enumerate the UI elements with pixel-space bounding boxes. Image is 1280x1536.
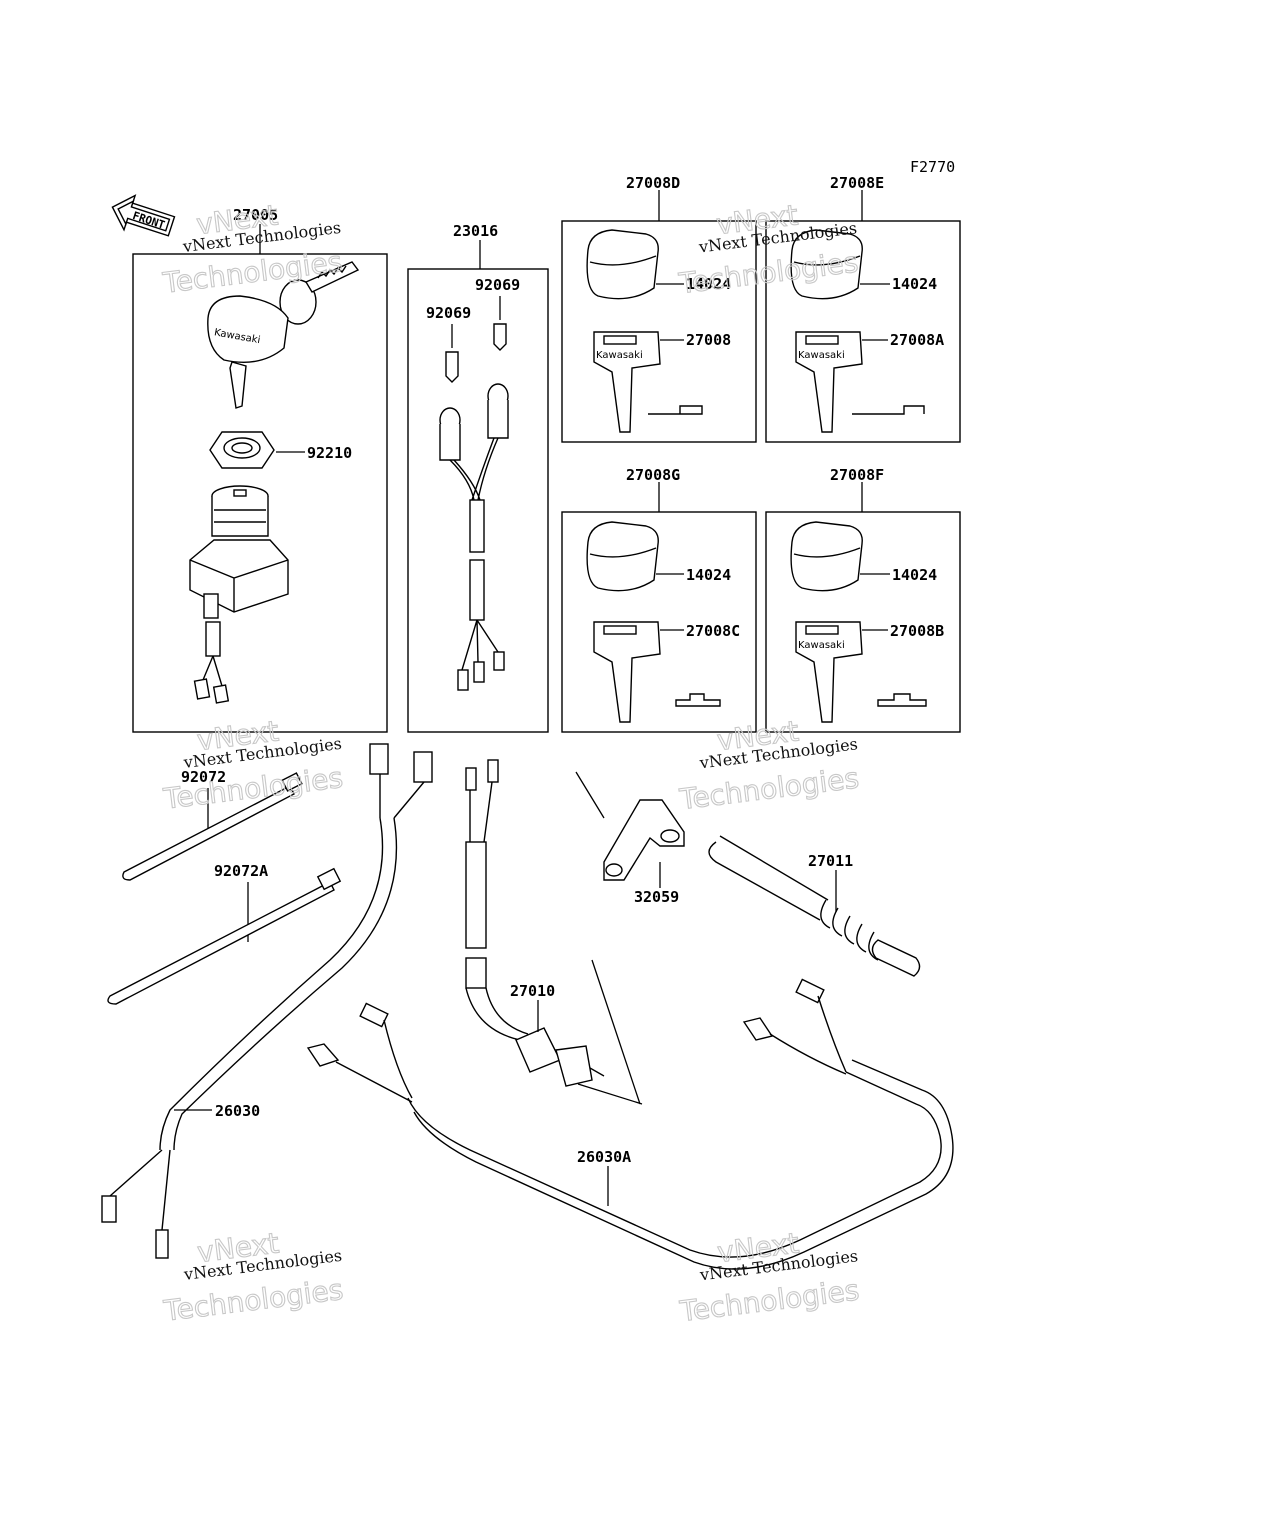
cable-26030: 26030 <box>101 743 433 1259</box>
label-27008B: 27008B <box>890 622 944 640</box>
watermark-6: vNext vNext Technologies Technologies <box>677 1226 862 1329</box>
box-23016 <box>407 268 549 733</box>
key-blade-brand: Kawasaki <box>596 350 643 361</box>
key-profile-icon <box>852 405 925 415</box>
key-blade-icon <box>795 621 863 723</box>
watermark-4: vNext vNext Technologies Technologies <box>677 714 862 817</box>
terminal-cap-icon <box>445 323 507 383</box>
ignition-switch-body-icon <box>189 485 289 704</box>
watermark-3: vNext vNext Technologies Technologies <box>161 714 346 816</box>
box-27008E <box>765 220 961 443</box>
harness-connector-icon <box>439 383 509 691</box>
bracket-32059: 32059 <box>603 799 685 906</box>
label-27008G: 27008G <box>626 466 680 484</box>
key-blade-brand: Kawasaki <box>798 350 845 361</box>
label-27008: 27008 <box>686 331 731 349</box>
key-blade-icon <box>593 331 661 433</box>
key-profile-icon <box>877 693 927 707</box>
label-26030: 26030 <box>215 1102 260 1120</box>
ignition-key-icon: Kawasaki <box>207 261 360 409</box>
box-27008F <box>765 511 961 733</box>
label-27008A: 27008A <box>890 331 944 349</box>
label-27010: 27010 <box>510 982 555 1000</box>
key-profile-icon <box>675 693 721 707</box>
cable-tie-icon <box>107 881 335 1005</box>
key-blade-brand: Kawasaki <box>798 640 845 651</box>
label-27011: 27011 <box>808 852 853 870</box>
key-profile-icon <box>648 405 703 415</box>
front-arrow-icon: FRONT <box>111 194 176 237</box>
label-92069-a: 92069 <box>426 304 471 322</box>
watermark-5: vNext vNext Technologies Technologies <box>161 1226 346 1328</box>
label-92072A: 92072A <box>214 862 268 880</box>
label-23016: 23016 <box>453 222 498 240</box>
label-14024-c: 14024 <box>686 566 731 584</box>
cable-26030A: 26030A <box>306 978 954 1270</box>
key-set-27008G: 27008G 14024 27008C <box>561 466 757 733</box>
bracket-icon <box>603 799 685 881</box>
nut-icon <box>209 431 275 469</box>
label-92072: 92072 <box>181 768 226 786</box>
cable-tie-icon <box>122 785 295 881</box>
ignition-switch-group: 27005 Kawasaki 92210 <box>132 206 388 733</box>
key-set-27008E: 27008E 14024 Kawasaki 27008A <box>765 174 961 443</box>
label-27008D: 27008D <box>626 174 680 192</box>
cable-tie-92072: 92072 <box>122 768 303 881</box>
harness-group: 23016 92069 92069 <box>407 222 549 733</box>
label-92210: 92210 <box>307 444 352 462</box>
label-14024-d: 14024 <box>892 566 937 584</box>
key-blade-icon <box>593 621 661 723</box>
label-27008C: 27008C <box>686 622 740 640</box>
label-27008F: 27008F <box>830 466 884 484</box>
spring-27011: 27011 <box>708 835 921 977</box>
label-14024-a: 14024 <box>686 275 731 293</box>
cable-tie-92072A: 92072A <box>107 862 342 1005</box>
label-27008E: 27008E <box>830 174 884 192</box>
label-32059: 32059 <box>634 888 679 906</box>
label-26030A: 26030A <box>577 1148 631 1166</box>
label-92069-b: 92069 <box>475 276 520 294</box>
switch-27010: 27010 <box>465 759 605 1087</box>
key-blade-icon <box>795 331 863 433</box>
key-set-27008D: 27008D 14024 Kawasaki 27008 <box>561 174 757 443</box>
key-set-27008F: 27008F 14024 Kawasaki 27008B <box>765 466 961 733</box>
label-27005: 27005 <box>233 206 278 224</box>
label-14024-b: 14024 <box>892 275 937 293</box>
figure-code: F2770 <box>910 158 955 176</box>
